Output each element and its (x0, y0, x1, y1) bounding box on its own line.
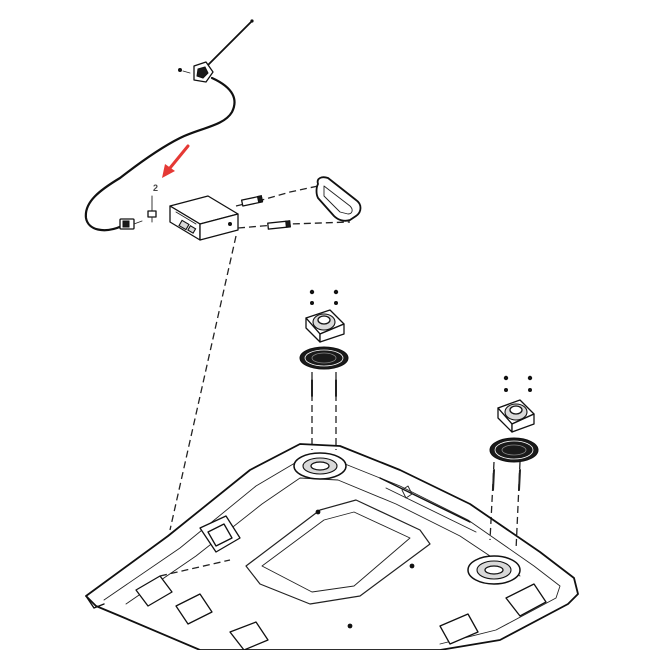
lower-fastener (267, 220, 291, 230)
speaker-assembly-left (299, 289, 349, 450)
screw-item-2 (147, 195, 157, 223)
mounting-bracket (315, 176, 362, 222)
callout-label-2: 2 (153, 183, 158, 193)
antenna-assembly (178, 19, 254, 83)
headliner-panel (85, 443, 579, 650)
red-arrow-icon (162, 144, 190, 178)
antenna-cable (84, 76, 236, 232)
antenna-module-box (169, 195, 239, 241)
upper-fastener (240, 195, 264, 207)
cable-connector (119, 218, 143, 230)
speaker-assembly-right (489, 375, 539, 551)
